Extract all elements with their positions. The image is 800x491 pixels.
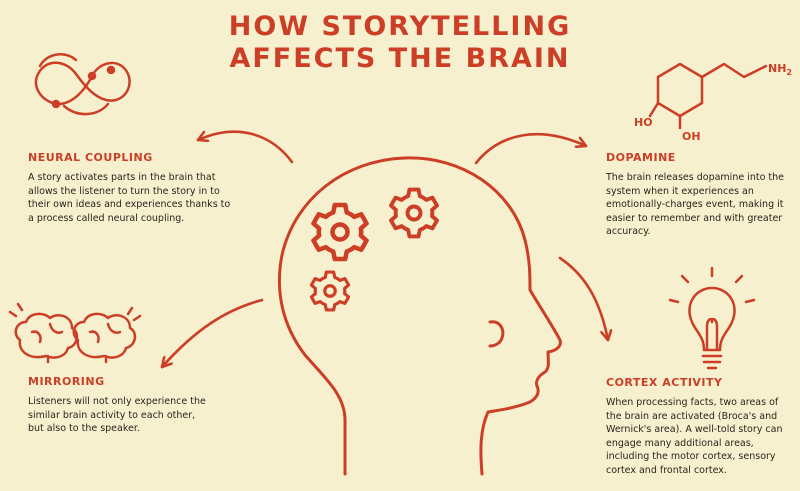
mirroring-heading: MIRRORING [28, 375, 105, 388]
brain-icon-left [14, 312, 79, 364]
gear-icon-medium [389, 187, 439, 239]
dopamine-text: The brain releases dopamine into the sys… [606, 172, 785, 237]
gear-icon-small [309, 270, 351, 312]
mirroring-text: Listeners will not only experience the s… [28, 396, 206, 434]
brain-icon-right [72, 312, 137, 364]
neural-coupling-text: A story activates parts in the brain tha… [28, 172, 231, 224]
dopamine-molecule-icon: NH2 HO OH [634, 62, 792, 143]
oh-label: OH [682, 130, 701, 143]
light-bulb-icon [668, 266, 756, 370]
page-title-line-2: AFFECTS THE BRAIN [229, 43, 571, 74]
two-brains-icon [8, 302, 142, 364]
arrow-to-cortex [558, 256, 608, 342]
arrow-to-mirroring [160, 298, 264, 369]
dopamine-heading: DOPAMINE [606, 151, 676, 164]
page-title-line-1: HOW STORYTELLING [228, 11, 572, 42]
sound-lines-left [8, 302, 24, 318]
ho-label: HO [634, 116, 653, 129]
arrows [160, 132, 608, 369]
cortex-activity-text: When processing facts, two areas of the … [606, 397, 783, 476]
head-outline [277, 156, 562, 476]
gear-icon-large [313, 205, 366, 259]
sound-lines-right [126, 306, 142, 322]
arrow-to-dopamine [474, 133, 588, 165]
neural-coupling-heading: NEURAL COUPLING [28, 151, 153, 164]
arrow-to-neural-coupling [196, 132, 294, 164]
infinity-loop-icon [34, 53, 131, 116]
cortex-activity-heading: CORTEX ACTIVITY [606, 376, 723, 389]
bulb-rays [668, 266, 756, 304]
nh2-label: NH2 [768, 62, 792, 77]
head-with-gears-icon [277, 156, 562, 476]
ear-curve [488, 320, 505, 348]
